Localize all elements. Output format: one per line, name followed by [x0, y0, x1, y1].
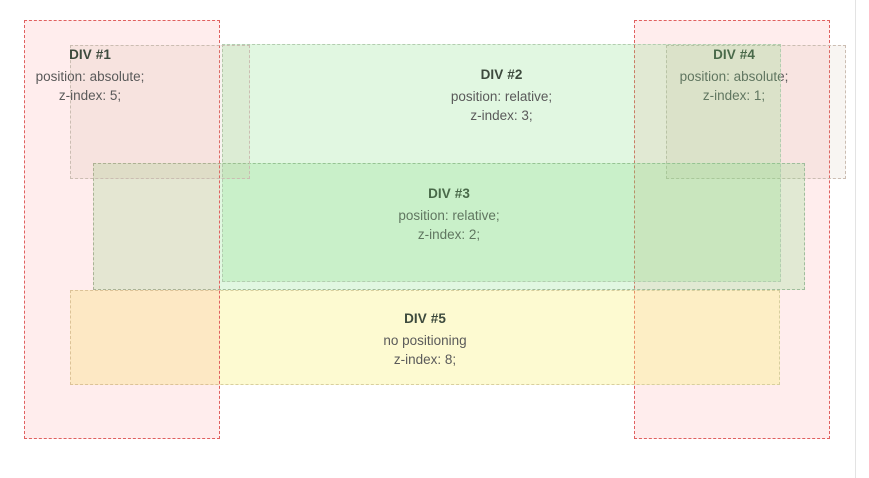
div2-relative-box: DIV #2 position: relative; z-index: 3; — [222, 44, 781, 282]
viewport-right-rule — [855, 0, 856, 478]
div1-absolute-box — [24, 20, 220, 439]
div2-label: DIV #2 position: relative; z-index: 3; — [223, 65, 780, 126]
div2-title: DIV #2 — [480, 67, 523, 82]
div2-zindex-line: z-index: 3; — [470, 108, 533, 124]
div1-content-box — [70, 45, 250, 179]
div5-static-box: DIV #5 no positioning z-index: 8; — [70, 290, 780, 385]
div4-content-box — [666, 45, 846, 179]
div2-position-line: position: relative; — [450, 88, 553, 104]
